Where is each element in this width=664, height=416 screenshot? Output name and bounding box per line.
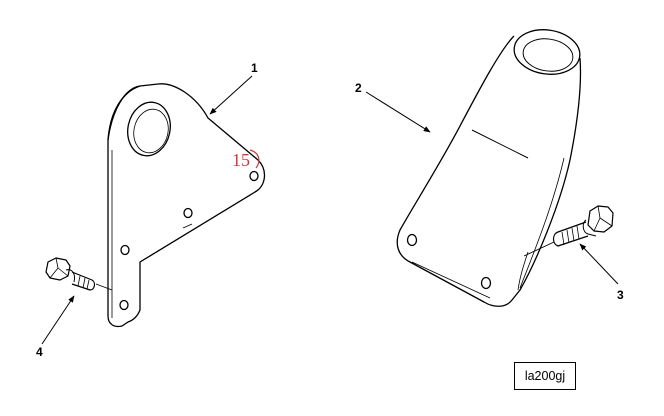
stamp-mark-text: 15 [232,150,250,170]
part-1-flat-bracket [107,83,266,328]
part-3-hex-bolt [552,205,614,247]
part-4-hex-bolt [45,257,96,291]
callout-4: 4 [36,345,43,359]
leader-arrow-1 [209,75,253,115]
bolt-4-install-line [95,283,113,291]
callout-3: 3 [617,288,624,302]
leader-arrow-3 [579,243,619,285]
part-2-support-housing [396,29,582,307]
bolt-3-install-line [523,241,555,257]
stamp-mark-curve [249,149,260,169]
leader-arrow-4 [41,295,75,345]
leader-arrow-2 [365,91,431,133]
callout-2: 2 [355,81,362,95]
callout-1: 1 [251,61,258,75]
figure-reference-id: la200gj [514,362,576,390]
